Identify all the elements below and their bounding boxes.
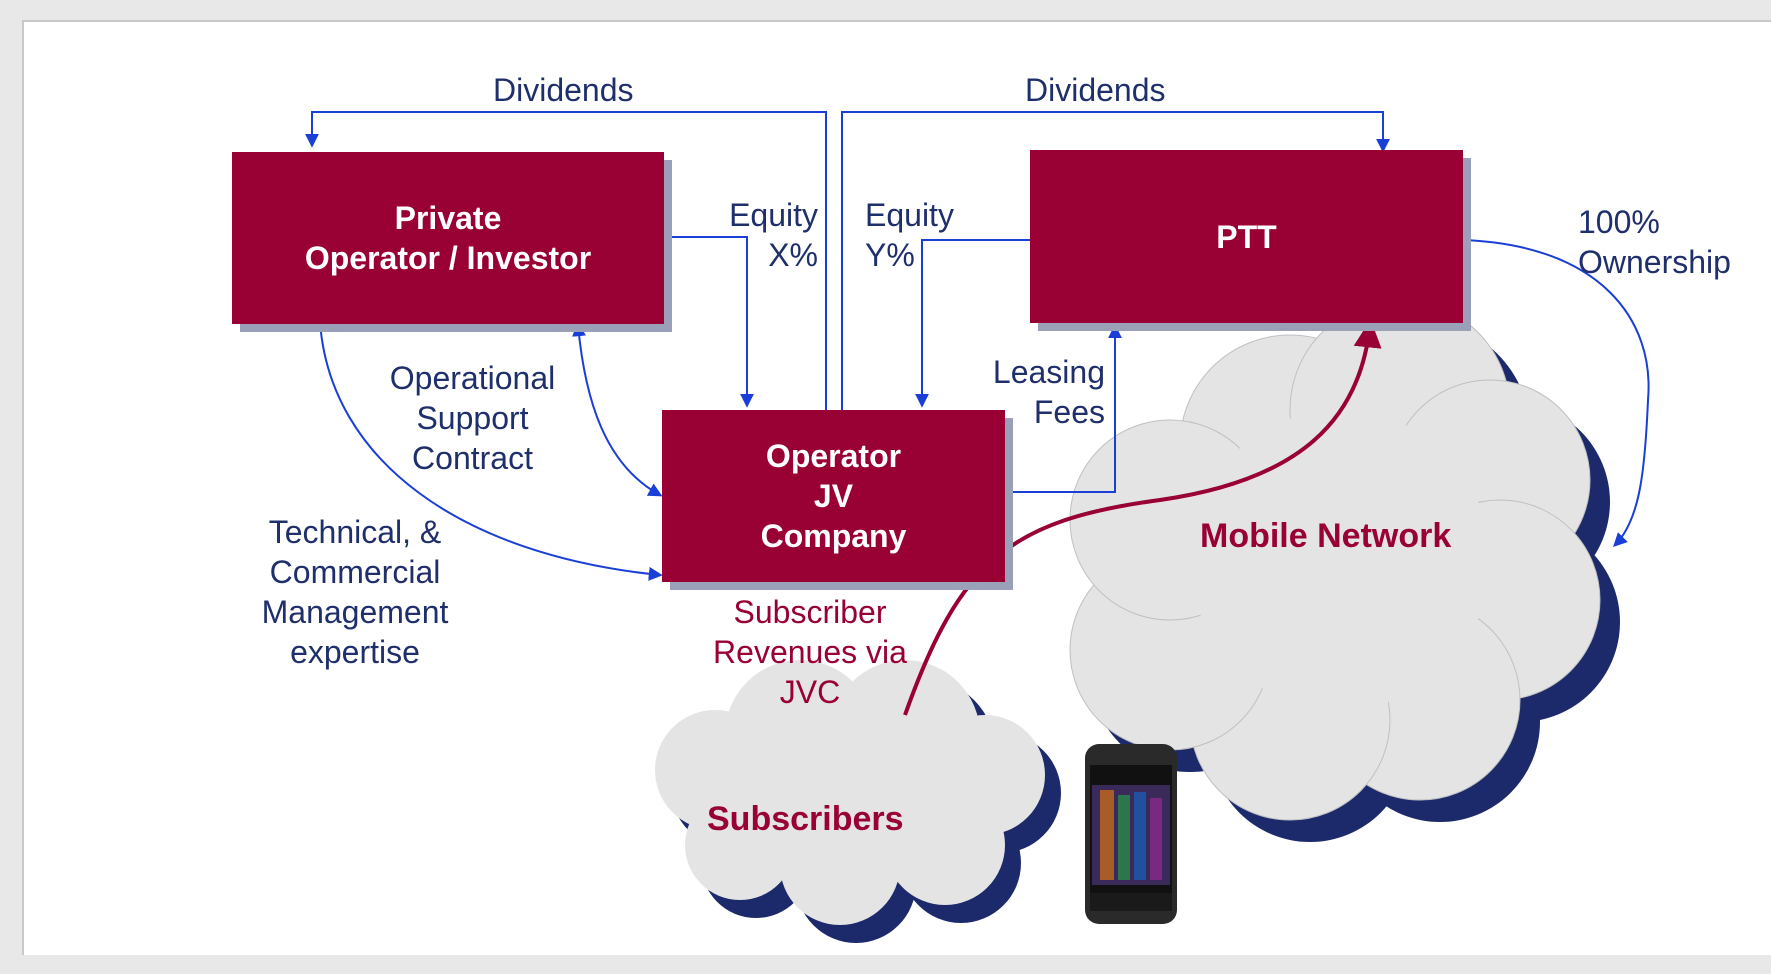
revenue-flow-line (903, 319, 1382, 716)
leasing-fees-arrow (1005, 324, 1122, 493)
tech-line4: expertise (290, 634, 420, 670)
equity-y-arrow (915, 239, 1030, 408)
dividends-right-arrow (841, 111, 1390, 410)
ownership-line2: Ownership (1578, 244, 1731, 280)
tech-line2: Commercial (269, 554, 441, 590)
subscriber-revenue-label: Subscriber Revenues via JVC (690, 592, 930, 712)
operational-support-arrow (572, 322, 663, 497)
operational-support-label: Operational Support Contract (365, 358, 580, 478)
private-operator-line1: Private (394, 200, 502, 236)
ops-support-line1: Operational (389, 360, 556, 396)
dividends-right-label: Dividends (1025, 72, 1166, 108)
leasing-line1: Leasing (992, 354, 1105, 390)
equity-y-line2: Y% (865, 237, 915, 273)
equity-x-arrow (664, 236, 754, 408)
equity-x-label: Equity X% (700, 195, 818, 275)
revenue-line3: JVC (779, 674, 841, 710)
smartphone-icon (1085, 744, 1177, 924)
subscribers-cloud (655, 660, 1061, 943)
operator-jv-line2: JV (813, 478, 854, 514)
technical-expertise-arrow (319, 321, 663, 581)
leasing-fees-label: Leasing Fees (960, 352, 1105, 432)
ptt-box: PTT (1030, 150, 1463, 323)
ownership-label: 100% Ownership (1578, 202, 1731, 282)
ptt-label: PTT (1216, 218, 1277, 255)
tech-line3: Management (261, 594, 449, 630)
ops-support-line2: Support (416, 400, 529, 436)
mobile-network-cloud (1069, 299, 1620, 842)
operator-jv-line3: Company (760, 518, 907, 554)
dividends-left-arrow (305, 111, 827, 410)
equity-y-label: Equity Y% (865, 195, 954, 275)
revenue-line1: Subscriber (733, 594, 887, 630)
dividends-left-label: Dividends (493, 72, 634, 108)
private-operator-line2: Operator / Investor (304, 240, 592, 276)
revenue-line2: Revenues via (713, 634, 907, 670)
operator-jv-box: Operator JV Company (662, 410, 1005, 582)
tech-line1: Technical, & (268, 514, 442, 550)
ownership-line1: 100% (1578, 204, 1660, 240)
mobile-network-label: Mobile Network (1200, 517, 1452, 555)
technical-expertise-label: Technical, & Commercial Management exper… (230, 512, 480, 672)
ops-support-line3: Contract (412, 440, 533, 476)
equity-x-line1: Equity (729, 197, 818, 233)
equity-y-line1: Equity (865, 197, 954, 233)
subscribers-label: Subscribers (707, 800, 904, 838)
operator-jv-line1: Operator (765, 438, 902, 474)
ownership-arrow (1462, 239, 1650, 547)
equity-x-line2: X% (768, 237, 818, 273)
leasing-line2: Fees (1033, 394, 1105, 430)
private-operator-box: Private Operator / Investor (232, 152, 664, 324)
